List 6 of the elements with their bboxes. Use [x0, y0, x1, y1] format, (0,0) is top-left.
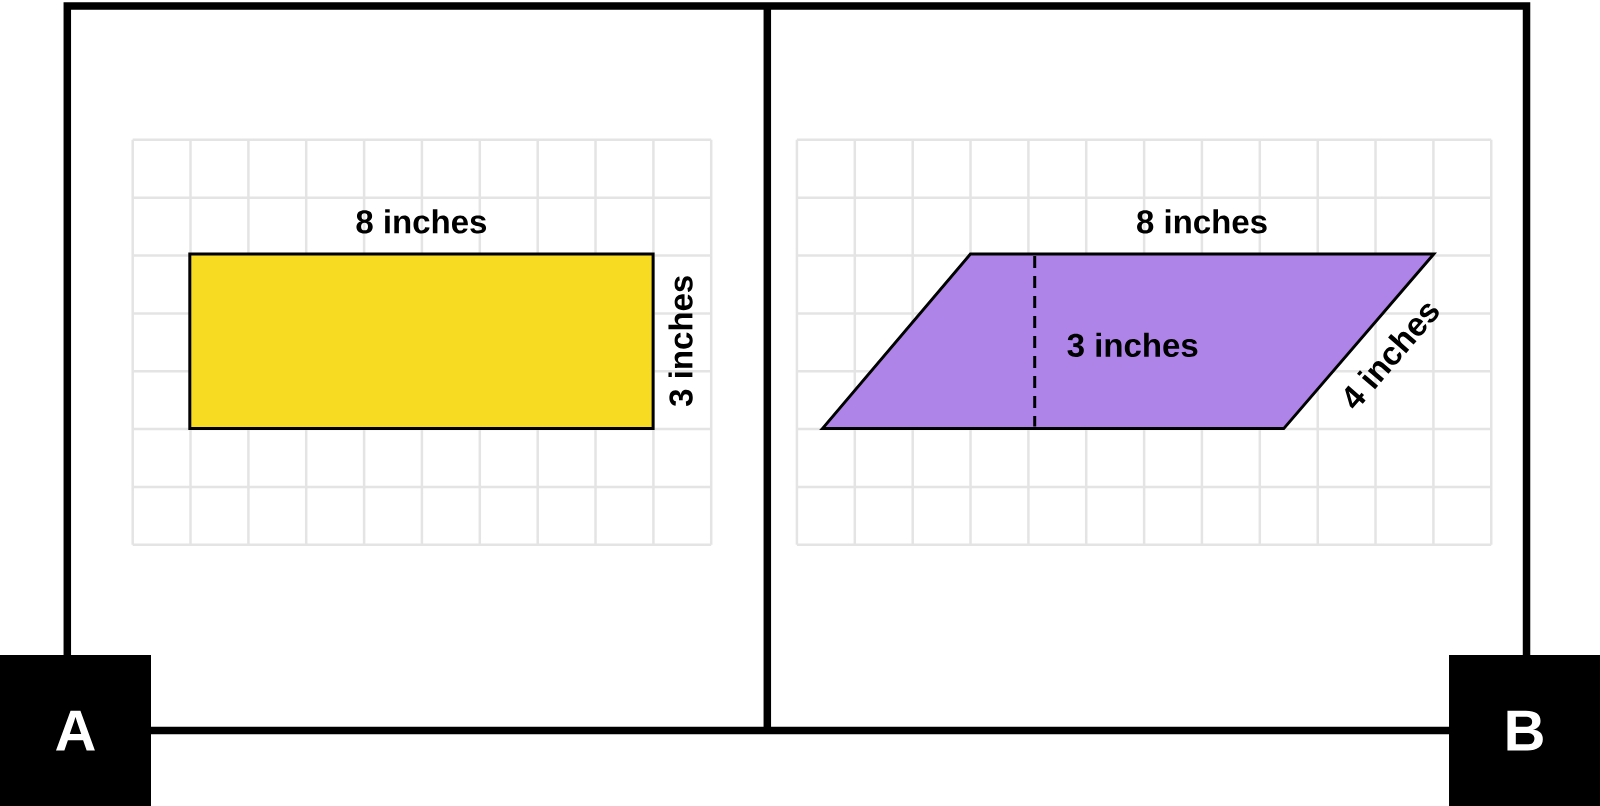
label-box: B — [1449, 655, 1600, 806]
dimension-label: 3 inches — [1067, 332, 1198, 358]
label-box: A — [0, 655, 151, 806]
dimension-label: 8 inches — [356, 209, 487, 234]
dimension-label: 8 inches — [1137, 209, 1267, 234]
dimension-label: 3 inches — [668, 276, 693, 407]
